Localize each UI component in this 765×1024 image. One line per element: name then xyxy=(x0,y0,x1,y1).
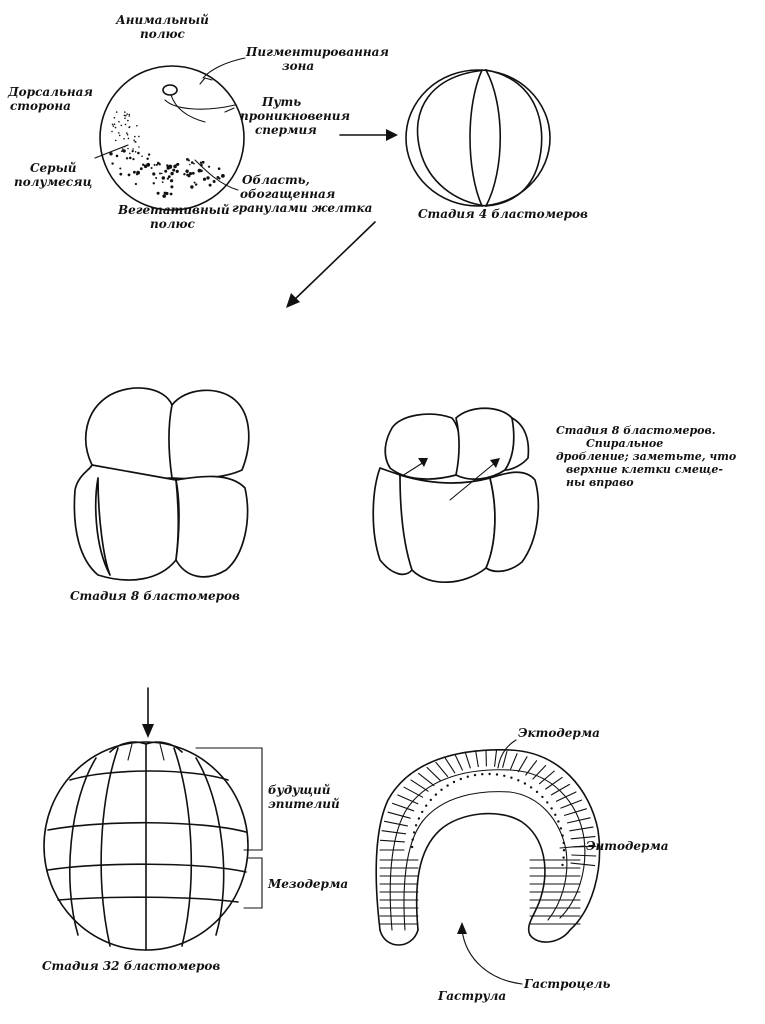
spiral-note-line5: ны вправо xyxy=(566,476,634,489)
egg-gray-line2: полумесяц xyxy=(14,175,92,189)
stage8-caption: Стадия 8 бластомеров xyxy=(70,589,240,603)
ectoderm-label: Эктодерма xyxy=(518,726,600,740)
svg-text:Серый полумесяц: Серый полумесяц xyxy=(14,161,92,189)
spiral-note-line1: Стадия 8 бластомеров. xyxy=(556,424,716,437)
endoderm-pointer xyxy=(559,845,585,849)
arrow-to-8-cell xyxy=(286,221,376,308)
egg-dorsal-line2: сторона xyxy=(10,99,71,113)
fertilized-egg xyxy=(99,65,245,211)
stage4-caption: Стадия 4 бластомеров xyxy=(418,207,588,221)
egg-pigmented-line2: зона xyxy=(282,59,314,73)
egg-vegetal-line2: полюс xyxy=(150,217,196,231)
gastrula-embryo xyxy=(375,748,601,946)
pointer-line-yolk xyxy=(194,159,239,191)
svg-text:Анимальный полюс: Анимальный полюс xyxy=(115,13,213,41)
egg-yolk-line3: гранулами желтка xyxy=(232,201,372,215)
egg-sperm-line2: проникновения xyxy=(240,109,350,123)
stage32-caption: Стадия 32 бластомеров xyxy=(42,959,220,973)
gastrula-caption: Гаструла xyxy=(437,989,506,1003)
egg-yolk-line2: обогащенная xyxy=(240,187,335,201)
eight-cell-spiral-embryo xyxy=(372,407,540,583)
endoderm-label: Энтодерма xyxy=(586,839,669,853)
yolk-granules xyxy=(109,111,225,198)
ectoderm-pointer xyxy=(497,739,517,769)
egg-sperm-line1: Путь xyxy=(261,95,301,109)
pointer-line-pigmented xyxy=(202,57,246,79)
egg-yolk-line1: Область, xyxy=(242,173,310,187)
svg-text:Путь проникновения спе: Путь проникновения спермия xyxy=(240,95,354,137)
gastrocoel-label: Гастроцель xyxy=(523,977,611,991)
arrow-to-4-cell xyxy=(339,129,398,141)
spiral-note-line3: дробление; заметьте, что xyxy=(556,450,736,463)
spiral-note-line2: Спиральное xyxy=(586,437,663,450)
egg-animal-pole-line1: Анимальный xyxy=(115,13,209,27)
future-epithelium-line2: эпителий xyxy=(268,797,340,811)
egg-gray-line1: Серый xyxy=(30,161,77,175)
eight-cell-stage-embryo xyxy=(73,387,250,581)
mesoderm-bracket xyxy=(243,857,263,909)
thirty-two-cell-stage-embryo xyxy=(43,687,249,951)
egg-pigmented-line1: Пигментированная xyxy=(245,45,389,59)
spiral-note-line4: верхние клетки смеще- xyxy=(566,463,723,476)
future-epithelium-line1: будущий xyxy=(268,783,331,797)
pointer-line-gray-crescent xyxy=(94,144,129,159)
svg-text:Вегетативный полюс: Вегетативный полюс xyxy=(117,203,234,231)
svg-text:Область, обогащенная г: Область, обогащенная гранулами желтка xyxy=(232,173,372,215)
epithelium-bracket xyxy=(195,747,263,851)
svg-text:будущий эпителий: будущий эпителий xyxy=(268,783,340,811)
four-cell-stage-embryo xyxy=(405,69,551,207)
svg-text:Дорсальная сторона: Дорсальная сторона xyxy=(7,85,97,113)
svg-text:Стадия 8 бластомеров. Спир: Стадия 8 бластомеров. Спиральное дроблен… xyxy=(556,424,740,489)
egg-animal-pole-line2: полюс xyxy=(140,27,186,41)
mesoderm-label: Мезодерма xyxy=(267,877,348,891)
svg-text:Пигментированная зона: Пигментированная зона xyxy=(245,45,393,73)
egg-dorsal-line1: Дорсальная xyxy=(7,85,93,99)
gastrocoel-pointer xyxy=(457,922,523,985)
gastrula-cell-walls xyxy=(379,749,597,925)
egg-sperm-line3: спермия xyxy=(255,123,317,137)
egg-vegetal-line1: Вегетативный xyxy=(117,203,230,217)
